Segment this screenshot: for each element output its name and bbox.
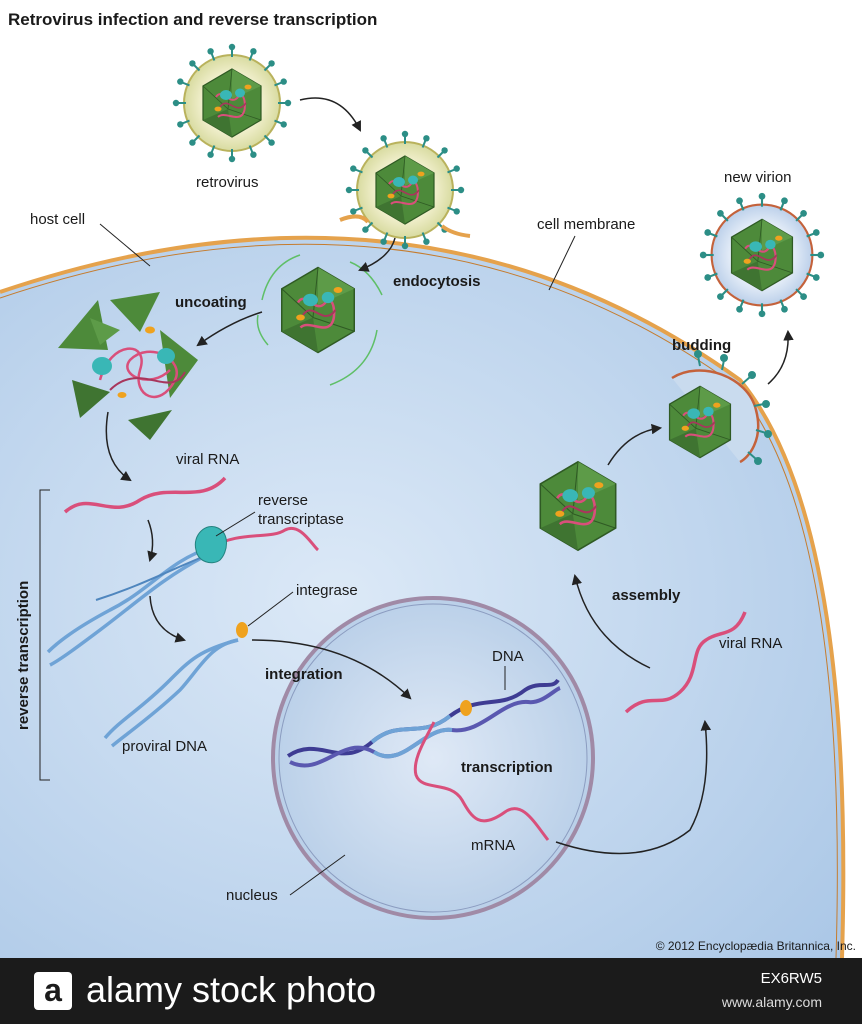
cdna-strand-a — [46, 546, 211, 654]
vesicle-fragments — [256, 254, 383, 386]
integrase-on-dna — [460, 700, 472, 716]
arrow-assembly — [571, 573, 651, 669]
footer-image-id: EX6RW5 — [760, 970, 822, 987]
retrovirus-particle — [171, 42, 293, 164]
arrow-uncoating — [196, 311, 263, 347]
leader-host-cell — [99, 223, 151, 267]
arrow-approach — [299, 97, 361, 132]
nucleus — [271, 596, 595, 920]
arrow-to-budding — [607, 423, 663, 466]
virus-fusing-membrane — [344, 129, 466, 251]
label-viral-rna-right: viral RNA — [719, 635, 782, 652]
integrase-enzyme — [236, 622, 248, 638]
membrane-fusion-neck — [339, 214, 471, 238]
uncoated-capsid-fragments — [58, 292, 198, 440]
label-viral-rna-top: viral RNA — [176, 451, 239, 468]
leader-nucleus — [289, 854, 346, 896]
leader-integrase — [247, 591, 294, 627]
retrovirus-diagram: Retrovirus infection and reverse transcr… — [0, 10, 856, 958]
integrated-provirus-segment — [370, 714, 453, 759]
proviral-dna-strand-b — [110, 638, 239, 748]
leader-reverse-transcriptase — [215, 511, 256, 537]
viral-rna-strand — [63, 476, 227, 514]
arrow-endocytosis — [358, 237, 396, 272]
stock-footer-bar: a alamy stock photo EX6RW5 www.alamy.com — [0, 958, 862, 1024]
footer-brand-text: alamy stock photo — [86, 969, 377, 1010]
rna-template-strand — [209, 526, 320, 552]
footer-site-url: www.alamy.com — [721, 994, 822, 1010]
label-dna: DNA — [492, 648, 524, 665]
mrna-strand — [413, 721, 550, 841]
label-endocytosis: endocytosis — [393, 273, 481, 290]
label-host-cell: host cell — [30, 211, 85, 228]
label-mrna: mRNA — [471, 837, 515, 854]
label-reverse-transcriptase-line2: transcriptase — [258, 511, 344, 528]
diagram-title: Retrovirus infection and reverse transcr… — [8, 10, 377, 29]
arrow-mrna-export — [555, 719, 712, 855]
leader-cell-membrane — [548, 235, 576, 291]
arrow-to-viral-rna — [105, 411, 132, 482]
label-reverse-transcriptase-line1: reverse — [258, 492, 308, 509]
copyright-notice: © 2012 Encyclopædia Britannica, Inc. — [656, 939, 856, 953]
label-cell-membrane: cell membrane — [537, 216, 635, 233]
cdna-strand-b — [49, 554, 206, 667]
new-virion — [698, 191, 826, 319]
label-new-virion: new virion — [724, 169, 792, 186]
label-retrovirus: retrovirus — [196, 174, 259, 191]
cdna-strand-c — [95, 555, 206, 601]
proviral-dna-strand-a — [103, 638, 239, 740]
label-nucleus: nucleus — [226, 887, 278, 904]
viral-rna-right-strand — [624, 611, 747, 714]
label-integrase: integrase — [296, 582, 358, 599]
label-reverse-transcription: reverse transcription — [15, 581, 32, 730]
label-uncoating: uncoating — [175, 294, 247, 311]
cell-membrane — [0, 235, 846, 958]
nuclear-envelope-inner — [278, 603, 588, 913]
arrow-to-proviral-dna — [149, 595, 187, 643]
label-integration: integration — [265, 666, 343, 683]
cell-membrane-inner-line — [0, 243, 838, 958]
label-transcription: transcription — [461, 759, 553, 776]
label-budding: budding — [672, 337, 731, 354]
alamy-logo-icon: a — [34, 972, 72, 1010]
arrow-integration — [251, 639, 412, 700]
reverse-transcription-bracket — [39, 489, 50, 781]
label-proviral-dna: proviral DNA — [122, 738, 207, 755]
arrow-to-reverse-transcription — [147, 519, 158, 563]
arrow-release — [767, 329, 794, 385]
label-assembly: assembly — [612, 587, 681, 604]
reverse-transcriptase-enzyme — [194, 526, 227, 564]
budding-spikes — [694, 350, 772, 465]
